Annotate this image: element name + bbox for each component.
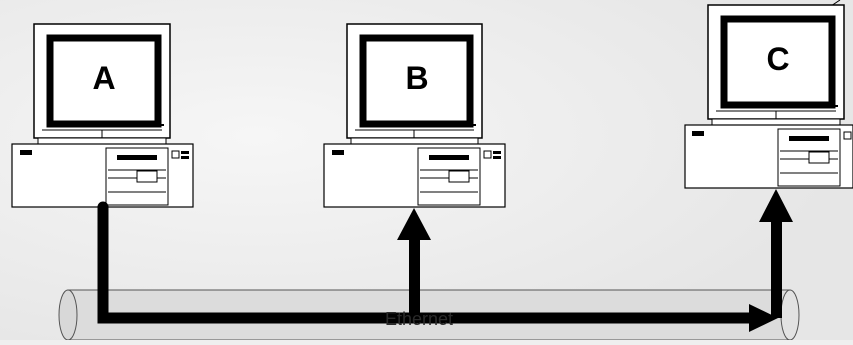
computer-a <box>12 24 193 207</box>
system-unit-icon <box>12 144 193 207</box>
computer-c <box>685 0 853 188</box>
computer-a-label: A <box>79 60 129 96</box>
ethernet-label: Ethernet <box>385 309 505 329</box>
system-unit-icon <box>324 144 505 207</box>
computer-b <box>324 24 505 207</box>
branch-to-b <box>409 238 420 318</box>
computer-c-label: C <box>753 41 803 77</box>
system-unit-icon <box>685 125 853 188</box>
branch-to-c <box>771 220 782 318</box>
computer-b-label: B <box>392 60 442 96</box>
